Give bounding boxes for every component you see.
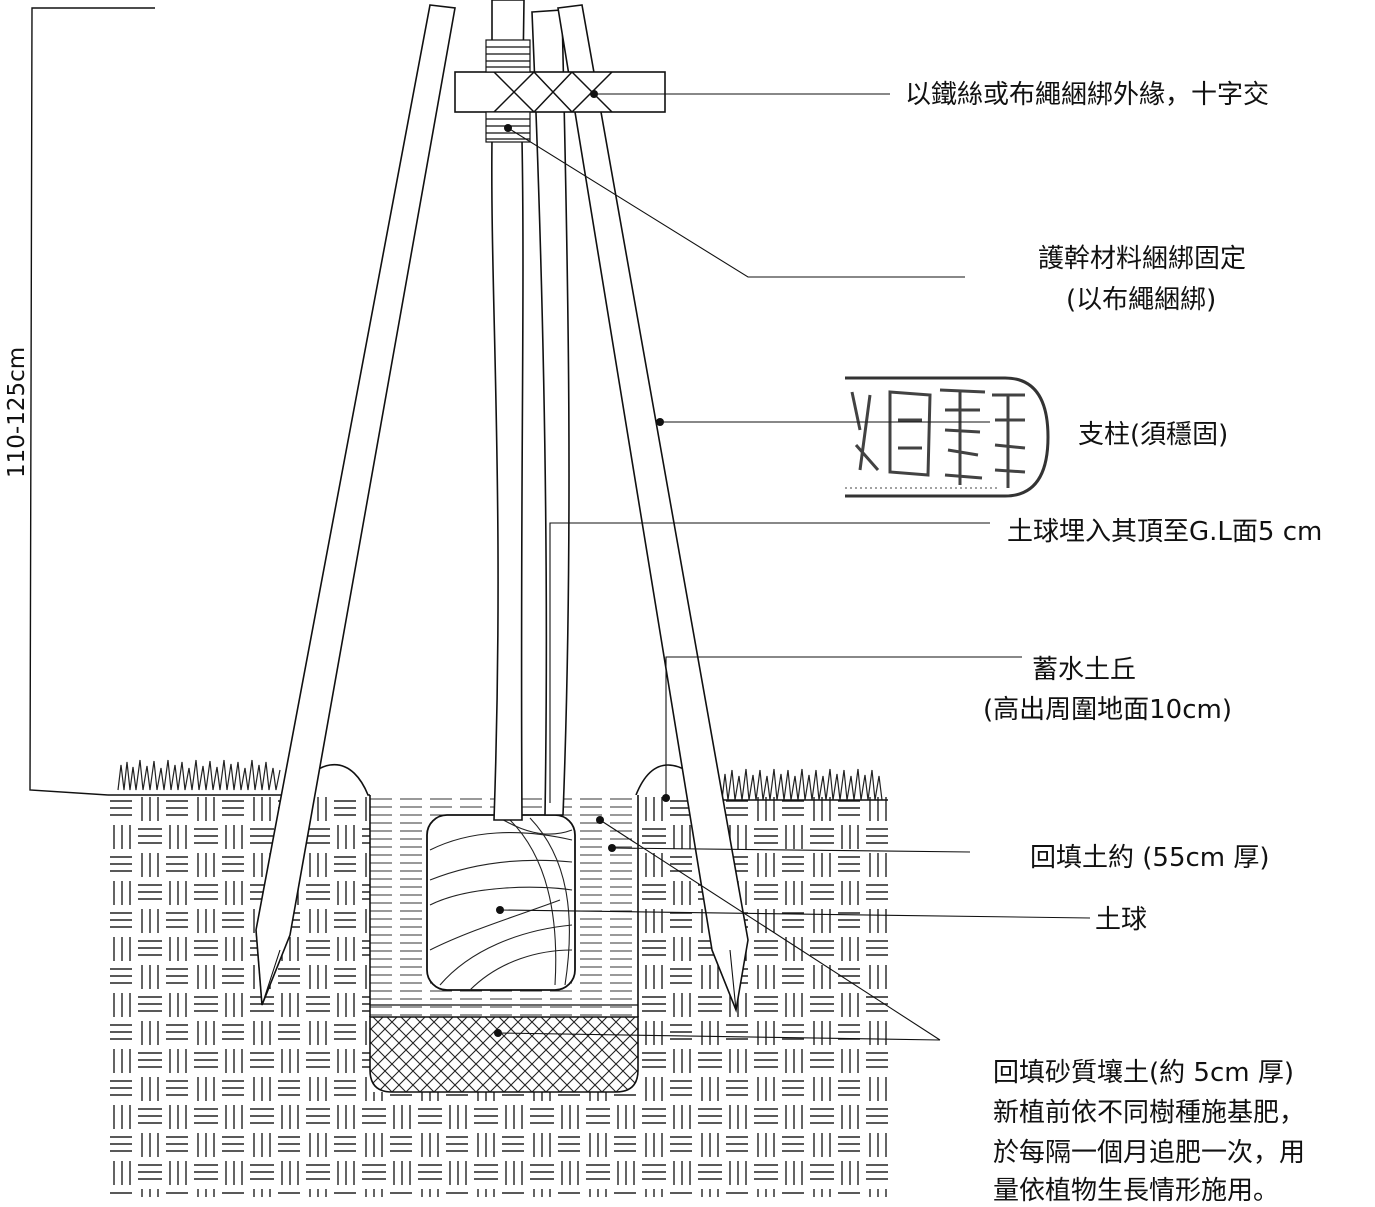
label-mound-line1: 蓄水土丘 xyxy=(1032,655,1136,685)
labels: 以鐵絲或布繩綑綁外緣，十字交 護幹材料綑綁固定 (以布繩綑綁) 支柱(須穩固) … xyxy=(905,80,1322,1206)
label-trunk-guard-line1: 護幹材料綑綁固定 xyxy=(1038,244,1246,274)
label-rootball: 土球 xyxy=(1095,905,1147,935)
height-dimension-label: 110-125cm xyxy=(4,347,30,478)
height-dimension xyxy=(29,7,155,796)
label-mound-line2: (高出周圍地面10cm) xyxy=(983,695,1232,725)
label-tie-outer: 以鐵絲或布繩綑綁外緣，十字交 xyxy=(905,80,1269,110)
stake-right xyxy=(557,4,749,1013)
label-rootball-depth: 土球埋入其頂至G.L面5 cm xyxy=(1007,517,1322,547)
root-ball xyxy=(426,814,576,991)
stamp-graphic xyxy=(845,376,1050,498)
stake-center xyxy=(531,9,570,816)
grass-right xyxy=(721,768,883,801)
tree-trunk xyxy=(491,0,525,821)
cross-bar xyxy=(454,71,666,113)
label-sand-line3: 於每隔一個月追肥一次，用 xyxy=(993,1138,1305,1168)
leader-lines xyxy=(499,93,1091,1041)
label-stake: 支柱(須穩固) xyxy=(1078,420,1228,450)
stake-left xyxy=(255,4,456,1006)
grass-left xyxy=(117,759,281,791)
label-trunk-guard-line2: (以布繩綑綁) xyxy=(1066,285,1216,315)
label-sand-line2: 新植前依不同樹種施基肥， xyxy=(993,1098,1305,1128)
surrounding-soil xyxy=(108,795,888,1197)
label-sand-line1: 回填砂質壤土(約 5cm 厚) xyxy=(993,1058,1294,1088)
label-sand-line4: 量依植物生長情形施用。 xyxy=(993,1176,1279,1206)
leader-dots xyxy=(494,90,670,1037)
label-backfill: 回填土約 (55cm 厚) xyxy=(1030,843,1270,873)
